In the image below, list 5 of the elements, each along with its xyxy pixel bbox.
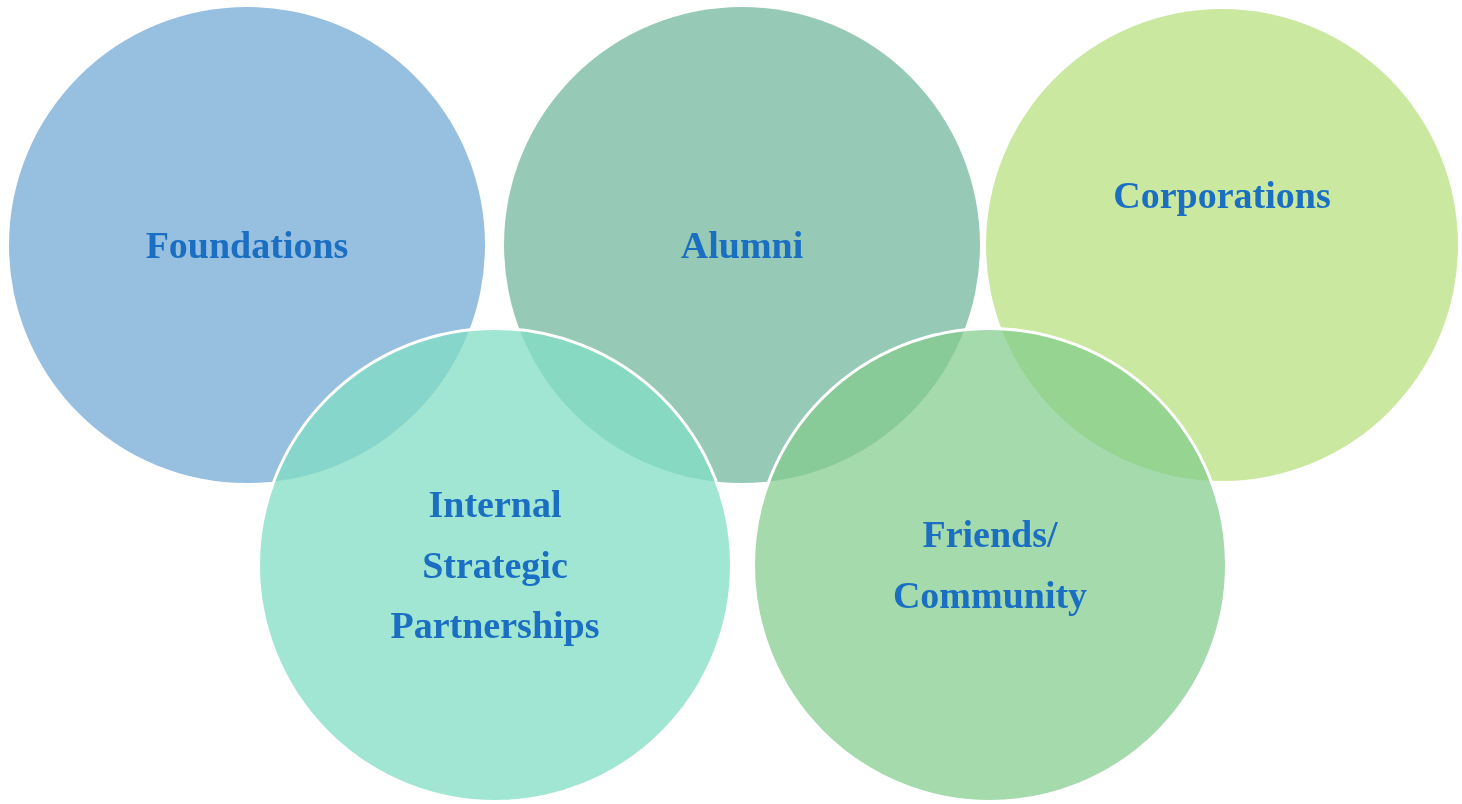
circle-label: Friends/ Community <box>891 512 1089 618</box>
circle-label: Foundations <box>144 222 350 268</box>
circle-label: Internal Strategic Partnerships <box>389 481 601 649</box>
circle-label: Alumni <box>679 222 805 268</box>
circle-label: Corporations <box>1112 172 1332 218</box>
